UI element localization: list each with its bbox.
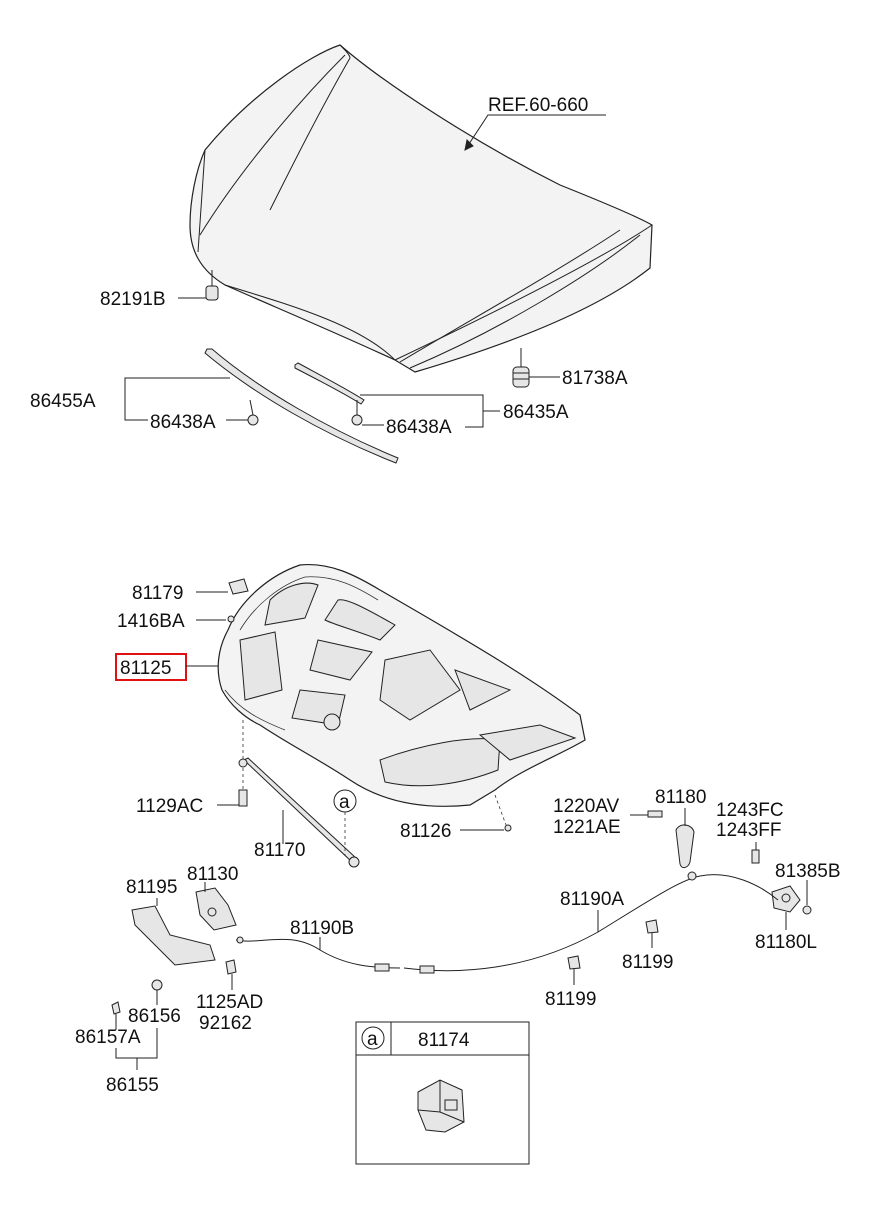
label-86155: 86155 [106, 1075, 159, 1096]
hood-stay-rod-81170[interactable] [238, 757, 360, 868]
hood-latch-81130[interactable] [195, 882, 237, 931]
label-81199-mid: 81199 [545, 989, 596, 1010]
label-81195: 81195 [126, 877, 177, 898]
label-1220AV: 1220AV [553, 796, 620, 817]
label-86435A: 86435A [503, 402, 569, 423]
label-92162: 92162 [199, 1013, 252, 1034]
hood-bumper-82191B[interactable] [205, 270, 219, 301]
latch-bracket-81195[interactable] [131, 898, 216, 966]
bolt-1243FC[interactable] [751, 842, 760, 864]
label-1221AE: 1221AE [553, 817, 621, 838]
clip-86438A-left[interactable] [247, 399, 259, 426]
ref-label: REF.60-660 [488, 95, 588, 116]
label-81180L: 81180L [755, 932, 817, 953]
label-81738A: 81738A [562, 368, 628, 389]
highlight-box-81125 [115, 653, 187, 681]
bolt-1129AC[interactable] [238, 720, 248, 807]
pin-86157A[interactable] [111, 1001, 121, 1015]
label-86455A: 86455A [30, 391, 96, 412]
label-1125AD: 1125AD [196, 992, 263, 1013]
hood-stopper-81738A[interactable] [512, 348, 530, 388]
detail-box-a [355, 1021, 530, 1165]
release-cable-81190A[interactable] [403, 871, 779, 974]
label-81385B: 81385B [775, 861, 841, 882]
weatherstrip-86455A[interactable] [204, 348, 399, 464]
cable-clip-81199-right[interactable] [645, 919, 659, 948]
label-82191B: 82191B [100, 289, 166, 310]
screw-1220AV[interactable] [647, 810, 663, 818]
clip-81126[interactable] [494, 794, 512, 832]
clip-86438A-right[interactable] [351, 400, 363, 426]
label-81190B: 81190B [290, 918, 354, 939]
release-lever-bracket[interactable] [771, 885, 801, 913]
label-86156: 86156 [128, 1006, 181, 1027]
release-handle-81180[interactable] [675, 808, 695, 869]
label-81170: 81170 [254, 840, 305, 861]
label-81126: 81126 [400, 821, 451, 842]
label-1129AC: 1129AC [136, 796, 203, 817]
clip-81179[interactable] [228, 578, 249, 595]
label-81130: 81130 [187, 864, 238, 885]
bolt-1125AD[interactable] [225, 959, 237, 990]
label-81180: 81180 [655, 787, 706, 808]
label-81174: 81174 [418, 1030, 470, 1051]
callout-a-label: a [339, 792, 350, 813]
label-86438A-right: 86438A [386, 417, 452, 438]
label-1416BA: 1416BA [117, 611, 185, 632]
hood-insulator-81125[interactable] [217, 563, 586, 807]
label-81125: 81125 [120, 658, 171, 679]
release-cable-81190B[interactable] [235, 936, 401, 972]
clip-81385B[interactable] [802, 880, 812, 915]
label-86157A: 86157A [75, 1027, 141, 1048]
label-1243FF: 1243FF [716, 820, 781, 841]
callout-a-marker[interactable] [333, 789, 357, 855]
hood-panel[interactable] [189, 44, 653, 373]
label-81199-right: 81199 [622, 952, 673, 973]
bolt-86156[interactable] [151, 979, 163, 1005]
clip-1416BA[interactable] [227, 615, 235, 623]
label-81179: 81179 [132, 583, 183, 604]
label-1243FC: 1243FC [716, 800, 784, 821]
weatherstrip-86435A[interactable] [294, 362, 365, 405]
label-86438A-left: 86438A [150, 412, 216, 433]
detail-a-label: a [367, 1029, 378, 1050]
label-81190A: 81190A [560, 889, 624, 910]
cable-clip-81199-mid[interactable] [567, 955, 581, 985]
clip-81174[interactable] [417, 1079, 465, 1133]
